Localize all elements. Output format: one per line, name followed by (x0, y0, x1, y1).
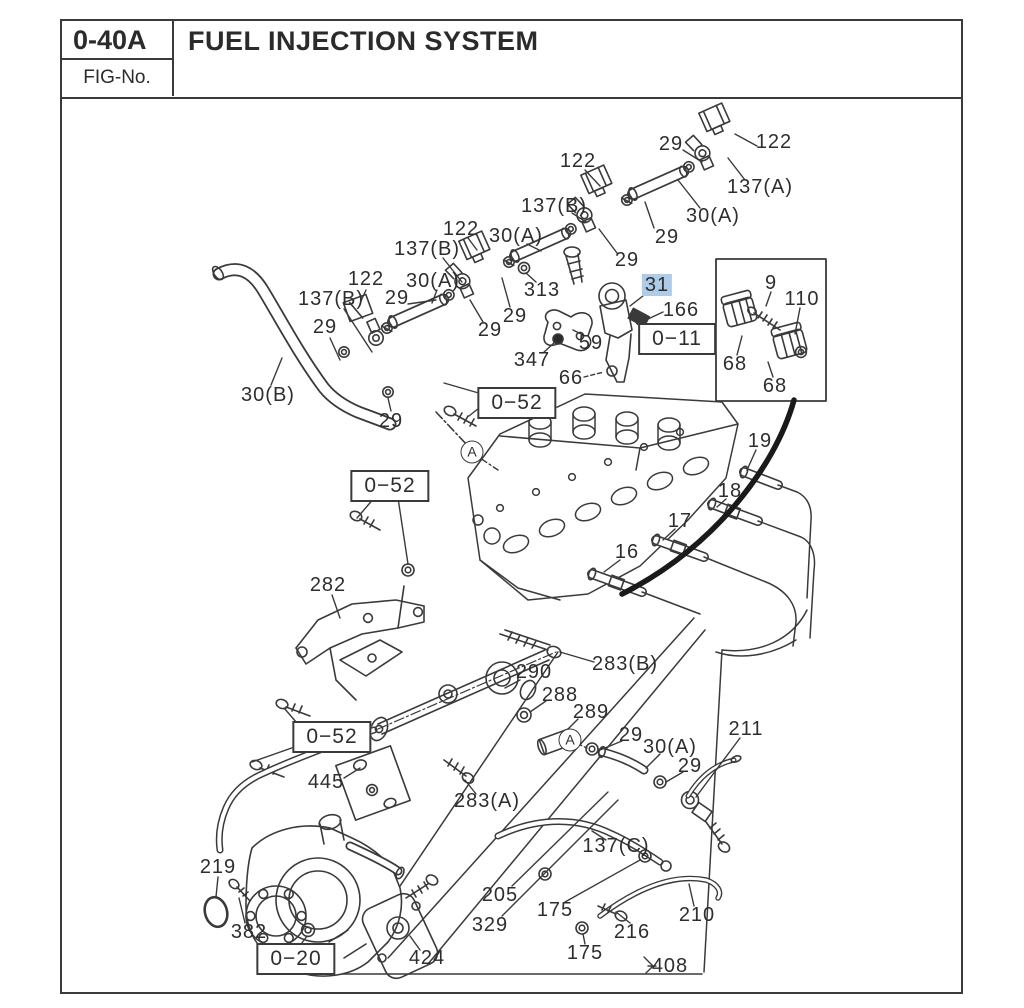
nut-0-20 (300, 922, 316, 938)
header-band: 0-40A FIG-No. FUEL INJECTION SYSTEM (62, 21, 961, 99)
supply-pump (245, 813, 405, 977)
injector-31 (598, 282, 651, 383)
mount-bolts (249, 405, 477, 778)
oring-66 (606, 365, 618, 377)
bracket-282 (295, 585, 425, 701)
clamp-inset (715, 258, 827, 402)
pipe-210 (597, 875, 723, 919)
flange-424 (361, 874, 439, 980)
page-title: FUEL INJECTION SYSTEM (188, 26, 539, 56)
bolt-347 (552, 333, 564, 345)
fig-no-label: FIG-No. (62, 60, 174, 96)
bolt-283a (443, 758, 475, 784)
construction-line (435, 411, 469, 447)
section-code: 0-40A (62, 21, 174, 60)
bolt-382 (228, 878, 251, 902)
pipe-30b (211, 263, 397, 431)
bracket-59 (543, 309, 593, 352)
hose-137c (494, 818, 672, 872)
cylinder-head-drawing (467, 393, 739, 601)
small-fittings (538, 849, 652, 935)
oring-219 (203, 895, 229, 929)
leader-lines (215, 133, 801, 974)
bolt-near-injector (563, 246, 584, 285)
fitting-445 (335, 745, 411, 821)
leakoff-assembly-1 (337, 293, 394, 398)
injection-pipe-bundle (341, 617, 723, 975)
black-hose (619, 397, 797, 597)
rail-assembly (369, 629, 742, 853)
washer-313 (517, 261, 531, 275)
